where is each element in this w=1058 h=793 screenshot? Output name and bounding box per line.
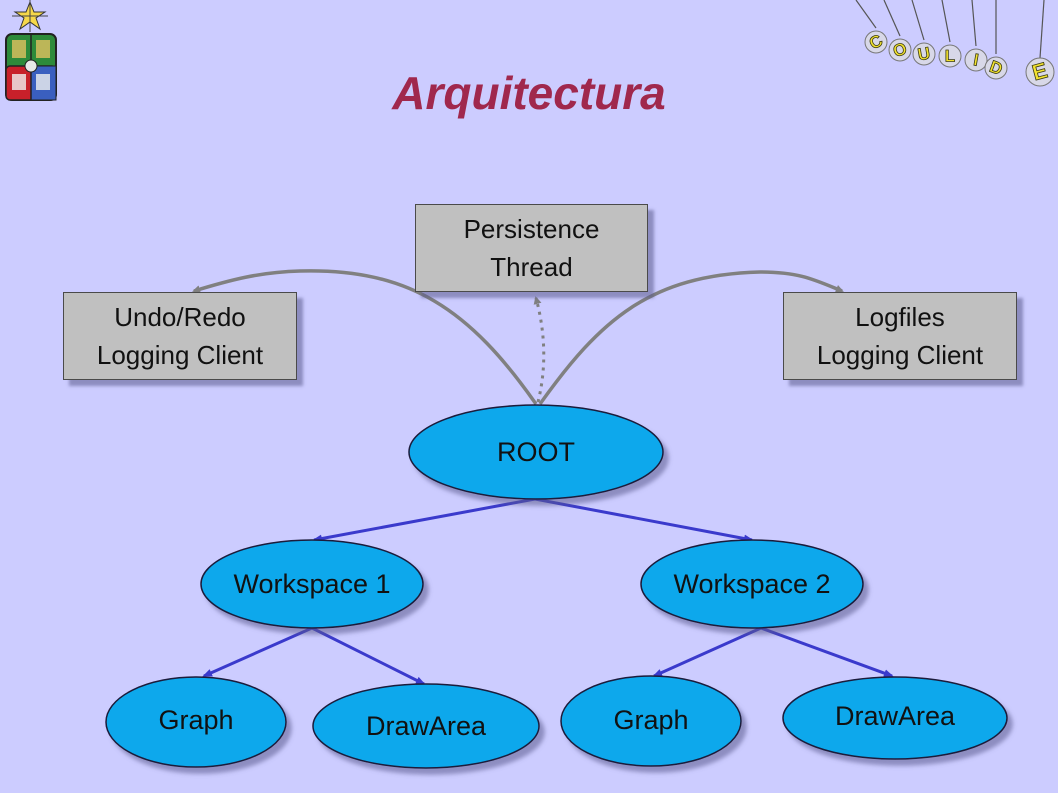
node-root: ROOT xyxy=(408,404,664,500)
arrow-ws2-to-graph2 xyxy=(652,626,762,678)
node-workspace-1-label: Workspace 1 xyxy=(233,569,390,599)
box-undo-redo-client: Undo/Redo Logging Client xyxy=(63,292,297,380)
node-workspace-1: Workspace 1 xyxy=(200,539,424,629)
logo-letter: O xyxy=(891,39,910,61)
node-drawarea-2: DrawArea xyxy=(782,676,1008,760)
star-icon xyxy=(12,0,48,32)
node-workspace-2-label: Workspace 2 xyxy=(673,569,830,599)
box-logfiles-line-2: Logging Client xyxy=(816,340,984,370)
shield-icon xyxy=(5,33,57,101)
logo-bead xyxy=(984,56,1008,80)
logo-letter: I xyxy=(972,50,980,70)
node-drawarea-1-label: DrawArea xyxy=(366,711,487,741)
node-drawarea-1: DrawArea xyxy=(312,683,540,769)
logo-bead xyxy=(912,42,936,66)
arrow-root-to-ws1 xyxy=(312,497,536,543)
logo-bead xyxy=(888,38,912,62)
arrow-ws1-to-graph1 xyxy=(202,626,313,678)
box-undo-line-2: Logging Client xyxy=(96,340,264,370)
logo-letter: E xyxy=(1029,57,1050,85)
node-drawarea-2-label: DrawArea xyxy=(835,701,956,731)
node-root-label: ROOT xyxy=(497,437,575,467)
box-undo-line-1: Undo/Redo xyxy=(114,302,246,332)
logo-string xyxy=(1039,0,1045,59)
logo-letter: U xyxy=(916,44,931,65)
arrow-root-to-persistence xyxy=(533,296,546,403)
arrow-root-to-undo xyxy=(192,269,538,406)
box-persistence-line-2: Thread xyxy=(490,252,573,282)
logo-string xyxy=(941,0,951,43)
node-workspace-2: Workspace 2 xyxy=(640,539,864,629)
logo-string xyxy=(883,0,901,37)
box-persistence-line-1: Persistence xyxy=(463,214,600,244)
box-persistence-thread: Persistence Thread xyxy=(415,204,648,292)
logo-bead xyxy=(864,30,888,54)
logo-bead xyxy=(964,48,988,72)
arrow-root-to-logfiles xyxy=(538,270,844,406)
logo-string xyxy=(855,0,877,29)
node-graph-1: Graph xyxy=(105,676,287,768)
logo-bead xyxy=(1025,57,1055,87)
logo-letter: L xyxy=(945,46,955,65)
university-emblem-icon xyxy=(5,0,57,101)
arrow-ws2-to-draw2 xyxy=(760,626,894,678)
logo-string xyxy=(911,0,925,41)
box-logfiles-client: Logfiles Logging Client xyxy=(783,292,1017,380)
node-graph-1-label: Graph xyxy=(158,705,233,735)
arrow-ws1-to-draw1 xyxy=(311,626,426,686)
arrow-root-to-ws2 xyxy=(534,497,754,543)
slide-title: Arquitectura xyxy=(392,67,666,119)
node-graph-2: Graph xyxy=(560,675,742,767)
logo-bead xyxy=(938,44,962,68)
node-graph-2-label: Graph xyxy=(613,705,688,735)
logo-string xyxy=(971,0,977,47)
box-logfiles-line-1: Logfiles xyxy=(855,302,945,332)
